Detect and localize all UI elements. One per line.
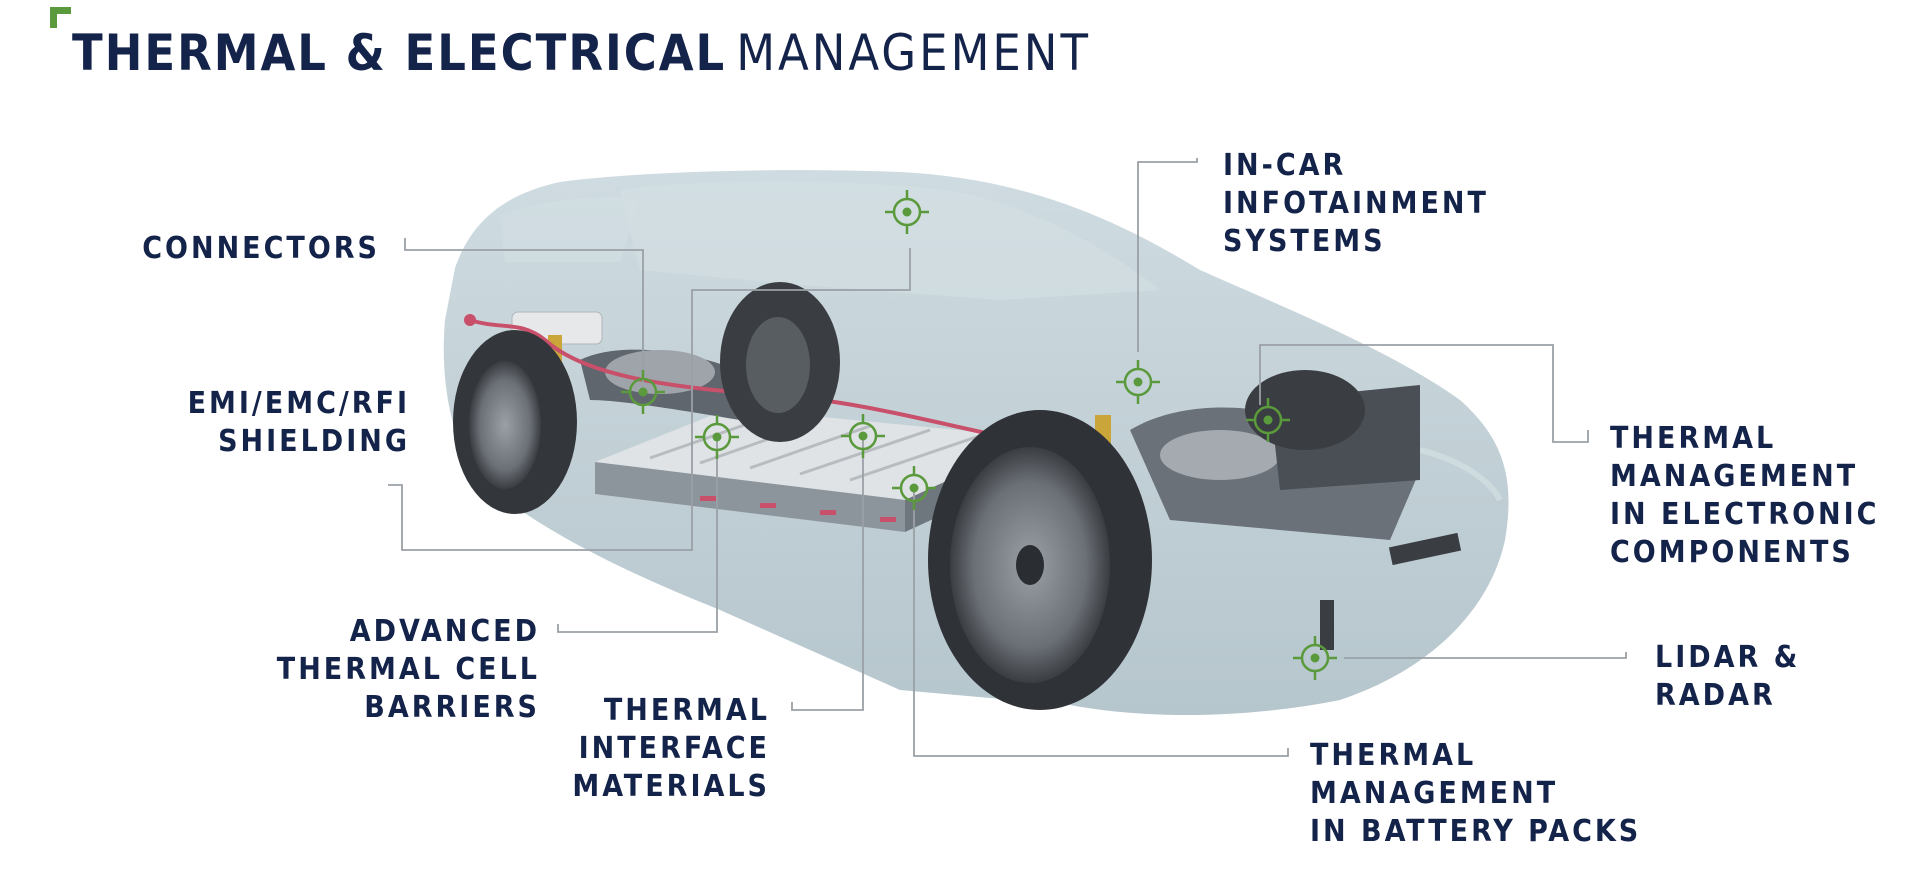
crosshair-target-icon — [892, 466, 936, 510]
label-connectors: CONNECTORS — [142, 231, 380, 266]
label-lidar-radar: LIDAR & RADAR — [1655, 640, 1801, 713]
crosshair-target-icon — [1293, 636, 1337, 680]
connector-plug-icon — [464, 314, 476, 326]
title-bold: THERMAL & ELECTRICAL — [72, 24, 727, 82]
crosshair-target-icon — [885, 190, 929, 234]
wheel-front-left — [453, 330, 577, 514]
corner-bracket-icon — [50, 7, 71, 28]
hotspots — [621, 190, 1337, 680]
crosshair-target-icon — [1246, 398, 1290, 442]
label-emi-shielding: EMI/EMC/RFI SHIELDING — [187, 386, 410, 459]
label-thermal-cell-barriers: ADVANCED THERMAL CELL BARRIERS — [276, 614, 540, 725]
crosshair-target-icon — [1116, 360, 1160, 404]
title-light: MANAGEMENT — [736, 24, 1091, 82]
wheel-rear-right — [1245, 370, 1365, 450]
wheel-front-right — [720, 282, 840, 442]
label-thermal-interface-materials: THERMAL INTERFACE MATERIALS — [572, 693, 770, 804]
leader-lines — [388, 158, 1627, 757]
crosshair-target-icon — [841, 414, 885, 458]
crosshair-target-icon — [621, 370, 665, 414]
wheel-rear-left — [928, 410, 1152, 710]
label-electronic-components: THERMAL MANAGEMENT IN ELECTRONIC COMPONE… — [1610, 421, 1880, 570]
crosshair-target-icon — [695, 415, 739, 459]
label-battery-packs: THERMAL MANAGEMENT IN BATTERY PACKS — [1310, 738, 1642, 849]
label-infotainment: IN-CAR INFOTAINMENT SYSTEMS — [1223, 148, 1489, 259]
